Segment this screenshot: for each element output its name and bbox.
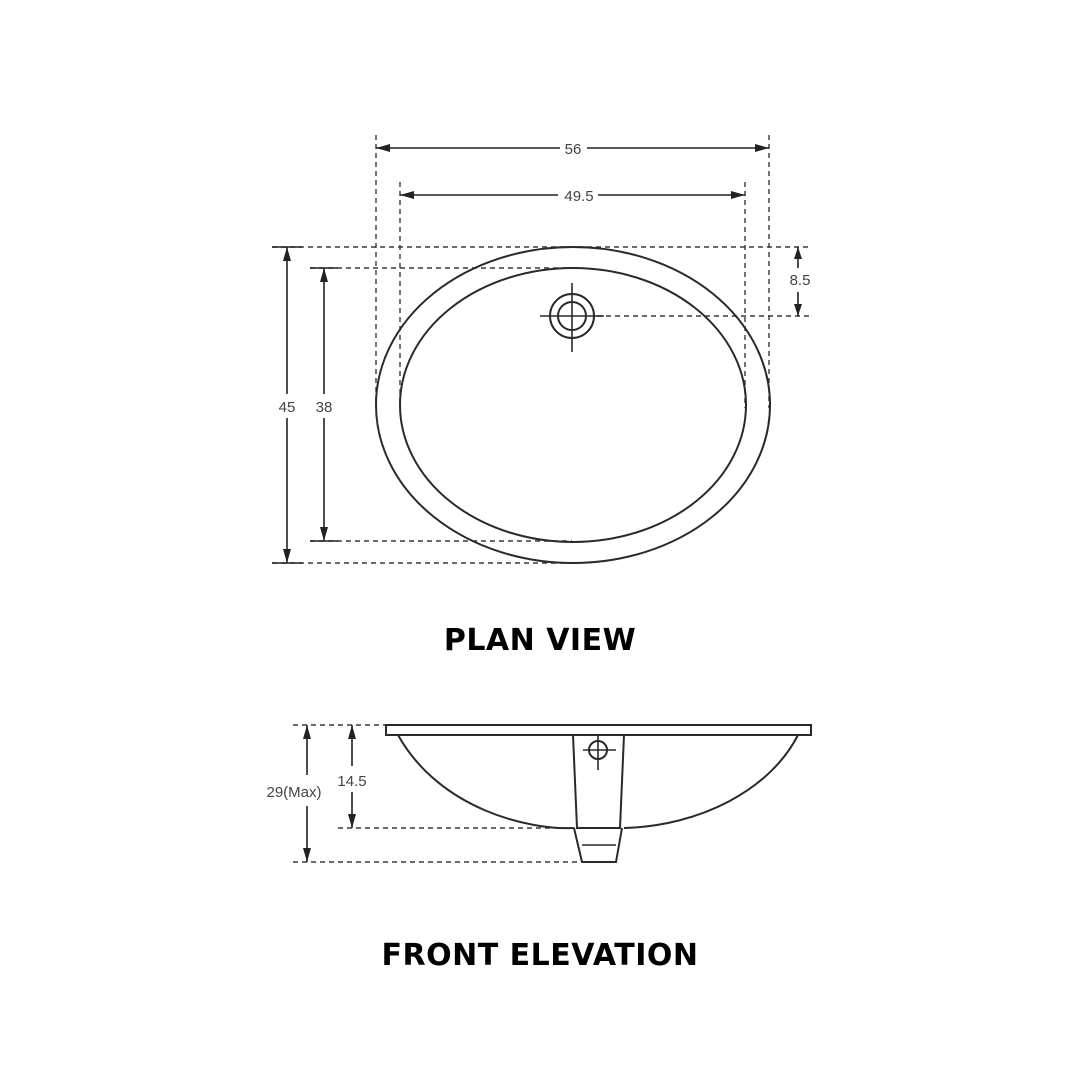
dim-label-49-5: 49.5 — [564, 188, 593, 205]
overflow-hole-icon — [583, 735, 616, 770]
front-elevation: 29(Max) 14.5 FRONT ELEVATION — [255, 724, 812, 973]
dimension-inner-depth: 38 — [310, 267, 338, 542]
dim-label-29-max: 29(Max) — [266, 784, 321, 801]
plan-view-title: PLAN VIEW — [444, 623, 636, 658]
front-elevation-title: FRONT ELEVATION — [381, 938, 698, 973]
dim-label-14-5: 14.5 — [337, 773, 366, 790]
drain-channel — [571, 734, 626, 863]
dim-label-45: 45 — [279, 399, 296, 416]
basin-bowl-profile — [397, 734, 799, 830]
elevation-extension-lines — [293, 724, 578, 863]
basin-inner-bowl — [399, 267, 747, 543]
basin-flange — [385, 724, 812, 736]
dimension-inner-width: 49.5 — [400, 185, 745, 205]
dimension-overall-depth: 45 — [272, 246, 302, 564]
dimension-drain-offset: 8.5 — [790, 247, 811, 316]
plan-view: 56 49.5 45 38 — [272, 135, 812, 658]
dimension-bowl-depth: 14.5 — [337, 725, 367, 828]
dimension-overall-width: 56 — [376, 138, 769, 158]
dim-label-56: 56 — [565, 141, 582, 158]
plan-extension-lines — [272, 135, 812, 564]
dim-label-38: 38 — [316, 399, 333, 416]
dimension-total-height: 29(Max) — [255, 725, 330, 862]
drain-icon — [540, 283, 604, 352]
dim-label-8-5: 8.5 — [790, 272, 811, 289]
basin-outer-rim — [375, 246, 771, 564]
